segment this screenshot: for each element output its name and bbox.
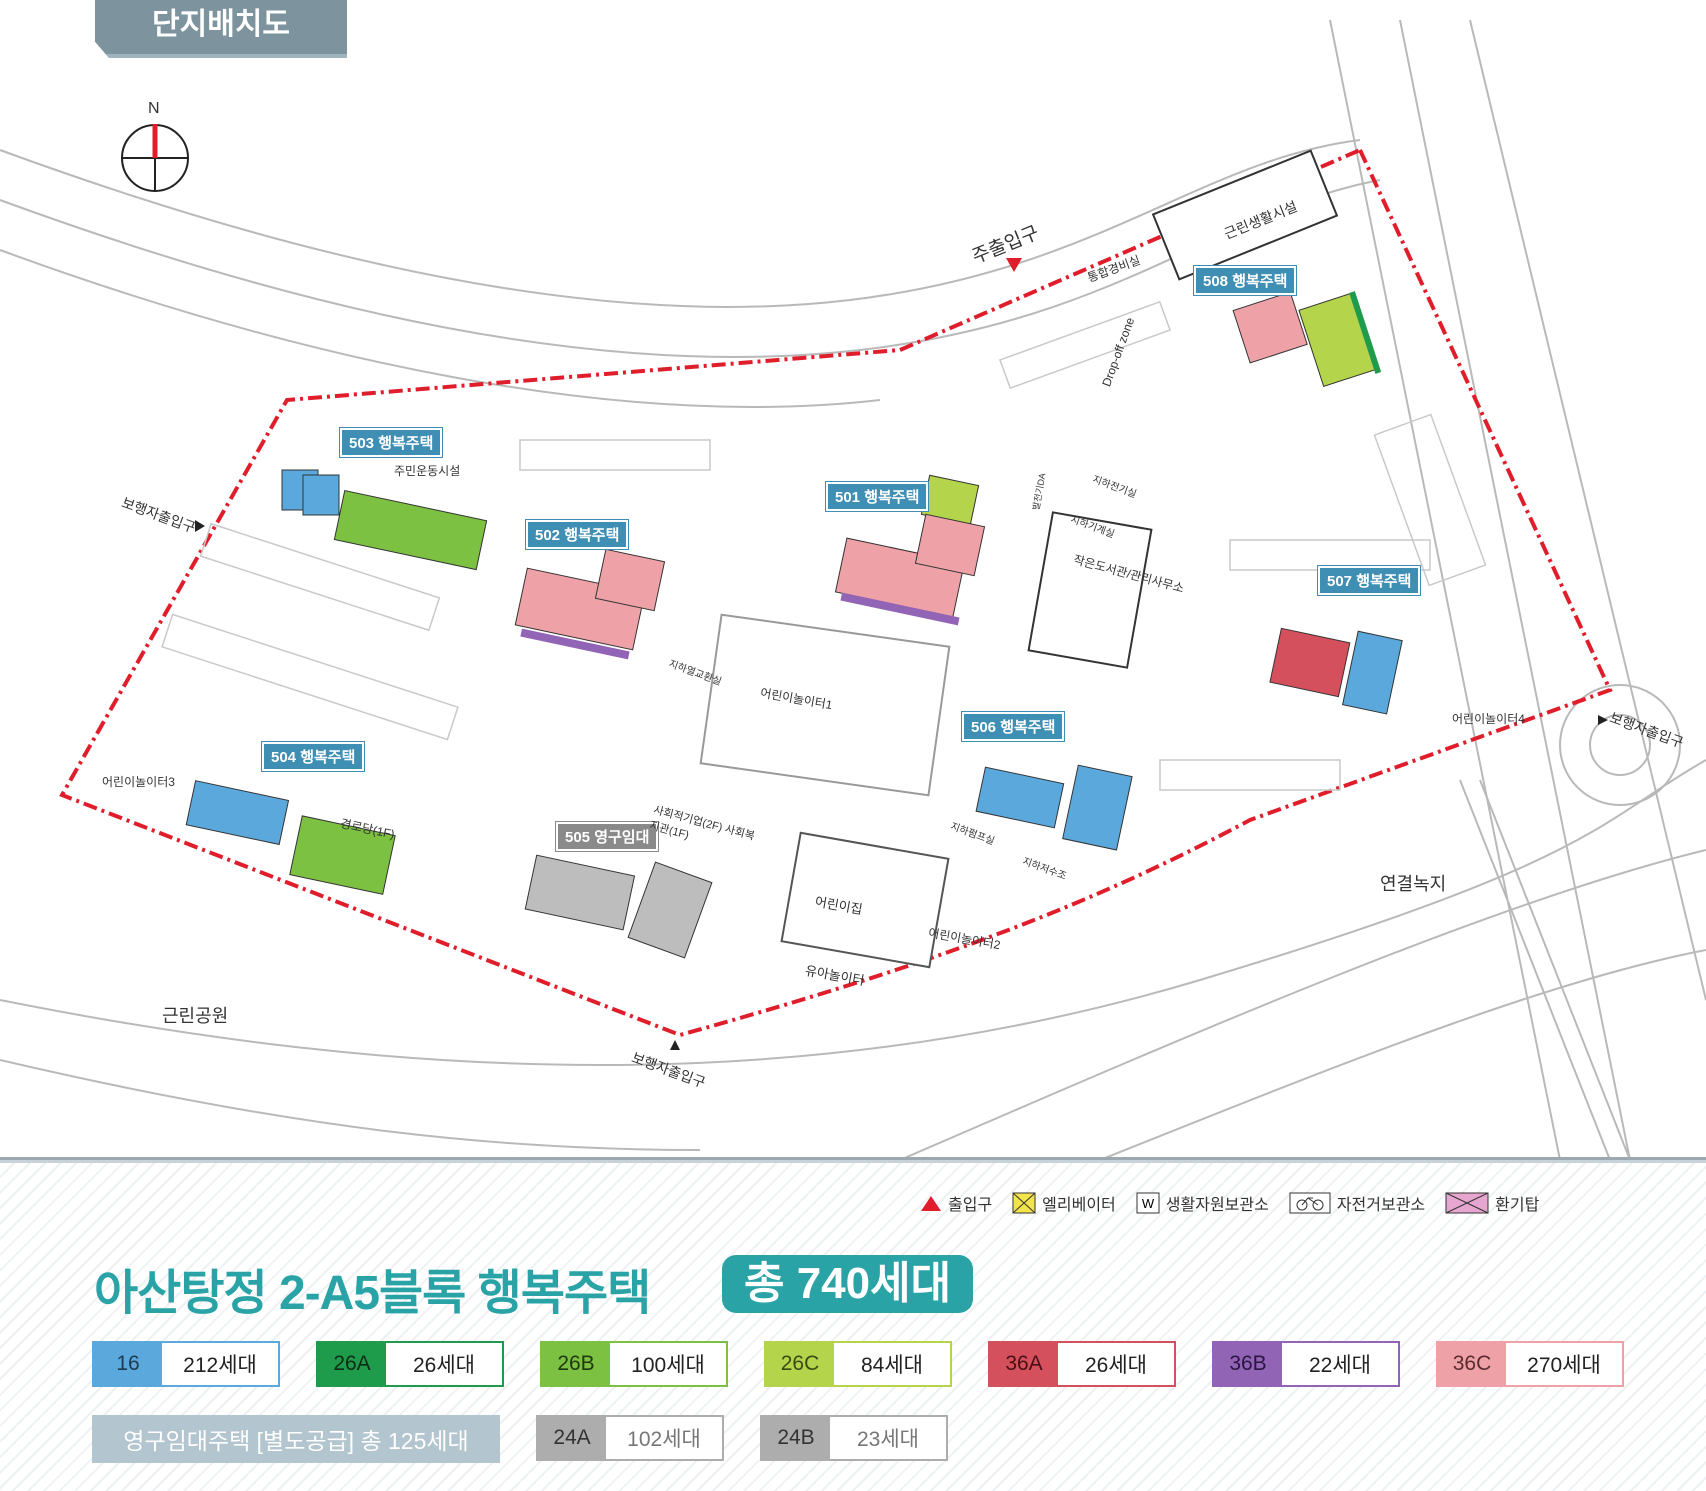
site-plan-svg — [0, 19, 1706, 1161]
legend-bike-label: 자전거보관소 — [1336, 1197, 1426, 1214]
library-building — [1027, 511, 1153, 669]
green-link-label: 연결녹지 — [1380, 874, 1447, 894]
building-label-507: 507 행복주택 — [1318, 566, 1421, 595]
map-legend: 출입구 엘리베이터 W 생활자원보관소 자전거보관소 환기탑 — [920, 1191, 1539, 1215]
east-road — [1329, 19, 1561, 1161]
building-label-504: 504 행복주택 — [262, 742, 365, 771]
south-road — [0, 759, 1706, 1066]
north-compass — [121, 124, 189, 192]
north-road — [0, 139, 1361, 308]
unit-type-code: 26A — [318, 1343, 386, 1385]
waste-storage-icon: W — [1136, 1192, 1160, 1214]
unit-type-code: 24B — [762, 1417, 830, 1459]
unit-type-count: 102세대 — [606, 1417, 722, 1459]
total-units-badge: 총 740세대 — [722, 1255, 974, 1313]
unit-type-count: 84세대 — [834, 1343, 950, 1385]
legend-waste: W 생활자원보관소 — [1136, 1191, 1269, 1215]
ped-entrance-marker-w — [195, 520, 205, 532]
building-label-503: 503 행복주택 — [340, 428, 443, 457]
building-508-units — [1232, 291, 1382, 388]
unit-type-code: 36A — [990, 1343, 1058, 1385]
complex-title: 아산탕정 2-A5블록 행복주택 — [94, 1267, 651, 1320]
playground-1 — [699, 613, 951, 797]
legend-entrance-label: 출입구 — [948, 1197, 993, 1214]
unit-type-count: 22세대 — [1282, 1343, 1398, 1385]
unit-type-code: 16 — [94, 1343, 162, 1385]
building-502-units — [514, 548, 666, 660]
playground-4-label: 어린이놀이터4 — [1452, 712, 1525, 726]
neighborhood-park-label: 근린공원 — [162, 1006, 229, 1026]
legend-vent-label: 환기탑 — [1495, 1197, 1540, 1214]
ventilation-tower-icon — [1445, 1192, 1489, 1214]
building-label-508: 508 행복주택 — [1194, 266, 1297, 295]
building-label-501: 501 행복주택 — [826, 482, 929, 511]
parking-areas — [161, 300, 1487, 791]
legend-panel: 출입구 엘리베이터 W 생활자원보관소 자전거보관소 환기탑 아산탕정 2-A5… — [0, 1160, 1706, 1491]
ped-entrance-marker-e — [1598, 715, 1608, 725]
unit-type-code: 36C — [1438, 1343, 1506, 1385]
legend-elevator: 엘리베이터 — [1012, 1191, 1116, 1215]
building-507-units — [1269, 627, 1403, 715]
building-503-units — [281, 469, 488, 571]
elevator-icon — [1012, 1192, 1036, 1214]
site-boundary — [59, 147, 1613, 1038]
legend-waste-label: 생활자원보관소 — [1165, 1197, 1269, 1214]
building-501-units — [834, 474, 986, 626]
building-505-units — [524, 854, 713, 959]
unit-type-count: 23세대 — [830, 1417, 946, 1459]
legend-vent: 환기탑 — [1445, 1191, 1539, 1215]
permanent-rental-label: 영구임대주택 [별도공급] 총 125세대 — [92, 1415, 500, 1463]
building-label-502: 502 행복주택 — [526, 520, 629, 549]
commercial-building — [1151, 149, 1339, 281]
building-label-506: 506 행복주택 — [962, 712, 1065, 741]
bicycle-icon — [1289, 1192, 1331, 1214]
north-label: N — [148, 100, 160, 117]
main-entrance-marker — [1006, 258, 1022, 272]
unit-type-count: 26세대 — [386, 1343, 502, 1385]
unit-type-count: 100세대 — [610, 1343, 726, 1385]
entrance-triangle-icon — [921, 1196, 941, 1211]
unit-type-code: 26B — [542, 1343, 610, 1385]
unit-type-count: 26세대 — [1058, 1343, 1174, 1385]
building-506-units — [975, 764, 1133, 851]
unit-type-code: 36B — [1214, 1343, 1282, 1385]
playground-3-label: 어린이놀이터3 — [102, 775, 175, 789]
building-504-units — [185, 780, 396, 895]
daycare-building — [780, 831, 950, 969]
legend-elevator-label: 엘리베이터 — [1042, 1197, 1116, 1214]
building-label-505: 505 영구임대 — [556, 822, 659, 851]
legend-entrance: 출입구 — [920, 1191, 992, 1215]
unit-type-code: 24A — [538, 1417, 606, 1459]
legend-bike: 자전거보관소 — [1289, 1191, 1425, 1215]
ped-entrance-marker-s — [670, 1040, 680, 1050]
site-plan-map: 단지배치도 N 503 행복주택 502 행복주택 501 행복주택 504 행… — [0, 0, 1706, 1161]
unit-type-code: 26C — [766, 1343, 834, 1385]
svg-text:W: W — [1142, 1196, 1155, 1211]
section-tab: 단지배치도 — [95, 0, 347, 58]
community-label: 주민운동시설 — [394, 464, 461, 478]
unit-type-count: 212세대 — [162, 1343, 278, 1385]
unit-type-count: 270세대 — [1506, 1343, 1622, 1385]
